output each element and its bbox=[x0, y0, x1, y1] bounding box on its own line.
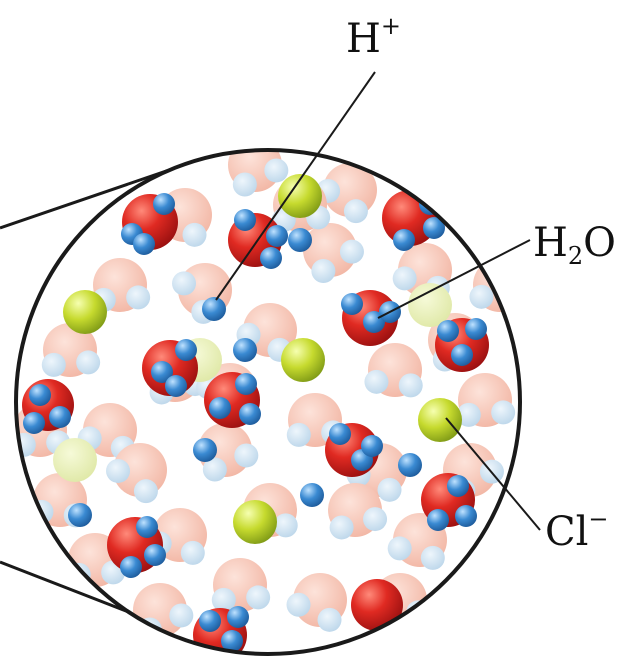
hydrogen-ion bbox=[300, 483, 324, 507]
background-hydrogen-atom bbox=[172, 271, 197, 296]
background-hydrogen-atom bbox=[311, 258, 336, 283]
hydrogen-atom bbox=[133, 233, 155, 255]
background-hydrogen-atom bbox=[387, 536, 412, 561]
hydrogen-atom bbox=[144, 544, 166, 566]
hydrogen-atom bbox=[451, 344, 473, 366]
water-label: H2O bbox=[533, 220, 616, 270]
hydrogen-ion bbox=[233, 338, 257, 362]
chloride-ion-symbol: Cl bbox=[545, 509, 588, 555]
background-hydrogen-atom bbox=[41, 352, 66, 377]
background-hydrogen-atom bbox=[456, 402, 481, 427]
background-hydrogen-atom bbox=[343, 199, 368, 224]
hydrogen-ion-charge: + bbox=[381, 12, 401, 40]
background-hydrogen-atom bbox=[339, 239, 364, 264]
hydrogen-atom bbox=[153, 193, 175, 215]
hydrogen-ion bbox=[202, 297, 226, 321]
chloride-ion bbox=[233, 500, 277, 544]
water-leader bbox=[377, 239, 531, 319]
background-hydrogen-atom bbox=[469, 284, 494, 309]
hydrogen-atom bbox=[227, 606, 249, 628]
water-subscript: 2 bbox=[568, 242, 583, 270]
background-hydrogen-atom bbox=[503, 288, 520, 313]
hydrogen-ion bbox=[68, 503, 92, 527]
hydrogen-atom bbox=[234, 209, 256, 231]
background-hydrogen-atom bbox=[420, 545, 445, 570]
hydrogen-atom bbox=[393, 229, 415, 251]
hydrogen-ion-symbol: H bbox=[346, 16, 381, 62]
background-hydrogen-atom bbox=[317, 607, 342, 632]
background-hydrogen-atom bbox=[363, 507, 388, 532]
hydrogen-atom bbox=[209, 397, 231, 419]
background-hydrogen-atom bbox=[286, 422, 311, 447]
background-hydrogen-atom bbox=[273, 513, 298, 538]
hydrogen-atom bbox=[136, 516, 158, 538]
chloride-ion bbox=[278, 174, 322, 218]
background-hydrogen-atom bbox=[246, 585, 271, 610]
background-hydrogen-atom bbox=[169, 603, 194, 628]
chloride-ion-label: Cl− bbox=[545, 505, 609, 555]
hydrogen-atom bbox=[329, 423, 351, 445]
background-hydrogen-atom bbox=[392, 266, 417, 291]
hydrogen-atom bbox=[447, 475, 469, 497]
background-hydrogen-atom bbox=[234, 443, 259, 468]
background-hydrogen-atom bbox=[286, 592, 311, 617]
chloride-ion-leader bbox=[445, 417, 541, 531]
background-hydrogen-atom bbox=[106, 458, 131, 483]
hydrogen-atom bbox=[437, 320, 459, 342]
background-hydrogen-atom bbox=[377, 477, 402, 502]
background-hydrogen-atom bbox=[398, 373, 423, 398]
background-hydrogen-atom bbox=[264, 158, 289, 183]
hydrogen-ion bbox=[288, 228, 312, 252]
particle-field bbox=[16, 150, 520, 654]
hydrogen-atom bbox=[49, 406, 71, 428]
hydrogen-atom bbox=[199, 610, 221, 632]
hydrogen-ion-leader bbox=[215, 71, 376, 301]
background-hydrogen-atom bbox=[232, 172, 257, 197]
hydrogen-atom bbox=[29, 384, 51, 406]
background-hydrogen-atom bbox=[182, 222, 207, 247]
magnified-view-outline bbox=[14, 148, 522, 656]
chloride-ion-charge: − bbox=[588, 505, 608, 533]
background-hydrogen-atom bbox=[364, 369, 389, 394]
water-symbol-o: O bbox=[583, 220, 616, 266]
hydrogen-atom bbox=[221, 630, 243, 652]
background-hydrogen-atom bbox=[202, 457, 227, 482]
water-symbol-h: H bbox=[533, 220, 568, 266]
hydrogen-atom bbox=[239, 403, 261, 425]
background-hydrogen-atom bbox=[133, 479, 158, 504]
hydrogen-atom bbox=[266, 225, 288, 247]
hydrogen-atom bbox=[120, 556, 142, 578]
background-chloride-ion bbox=[408, 283, 452, 327]
hydrogen-atom bbox=[423, 217, 445, 239]
hydrogen-atom bbox=[427, 509, 449, 531]
hydrogen-ion bbox=[193, 438, 217, 462]
zoom-line-top bbox=[0, 166, 176, 230]
background-hydrogen-atom bbox=[329, 515, 354, 540]
background-hydrogen-atom bbox=[211, 587, 236, 612]
background-chloride-ion bbox=[53, 438, 97, 482]
hydrogen-atom bbox=[175, 339, 197, 361]
chloride-ion bbox=[281, 338, 325, 382]
chloride-ion bbox=[418, 398, 462, 442]
hydrogen-ion-label: H+ bbox=[346, 12, 401, 62]
hydrogen-ion bbox=[398, 453, 422, 477]
hydrogen-atom bbox=[235, 373, 257, 395]
hydrogen-atom bbox=[23, 412, 45, 434]
hydrogen-atom bbox=[151, 361, 173, 383]
background-hydrogen-atom bbox=[126, 285, 151, 310]
hydrogen-atom bbox=[341, 293, 363, 315]
background-hydrogen-atom bbox=[16, 432, 36, 457]
hydrogen-atom bbox=[260, 247, 282, 269]
background-hydrogen-atom bbox=[180, 540, 205, 565]
chloride-ion bbox=[63, 290, 107, 334]
background-hydrogen-atom bbox=[446, 200, 471, 225]
background-hydrogen-atom bbox=[76, 350, 101, 375]
hydrogen-atom bbox=[465, 318, 487, 340]
hydrogen-atom bbox=[455, 505, 477, 527]
background-hydrogen-atom bbox=[491, 400, 516, 425]
oxygen-atom bbox=[351, 579, 403, 631]
hydrogen-atom bbox=[361, 435, 383, 457]
hydrogen-atom bbox=[165, 375, 187, 397]
